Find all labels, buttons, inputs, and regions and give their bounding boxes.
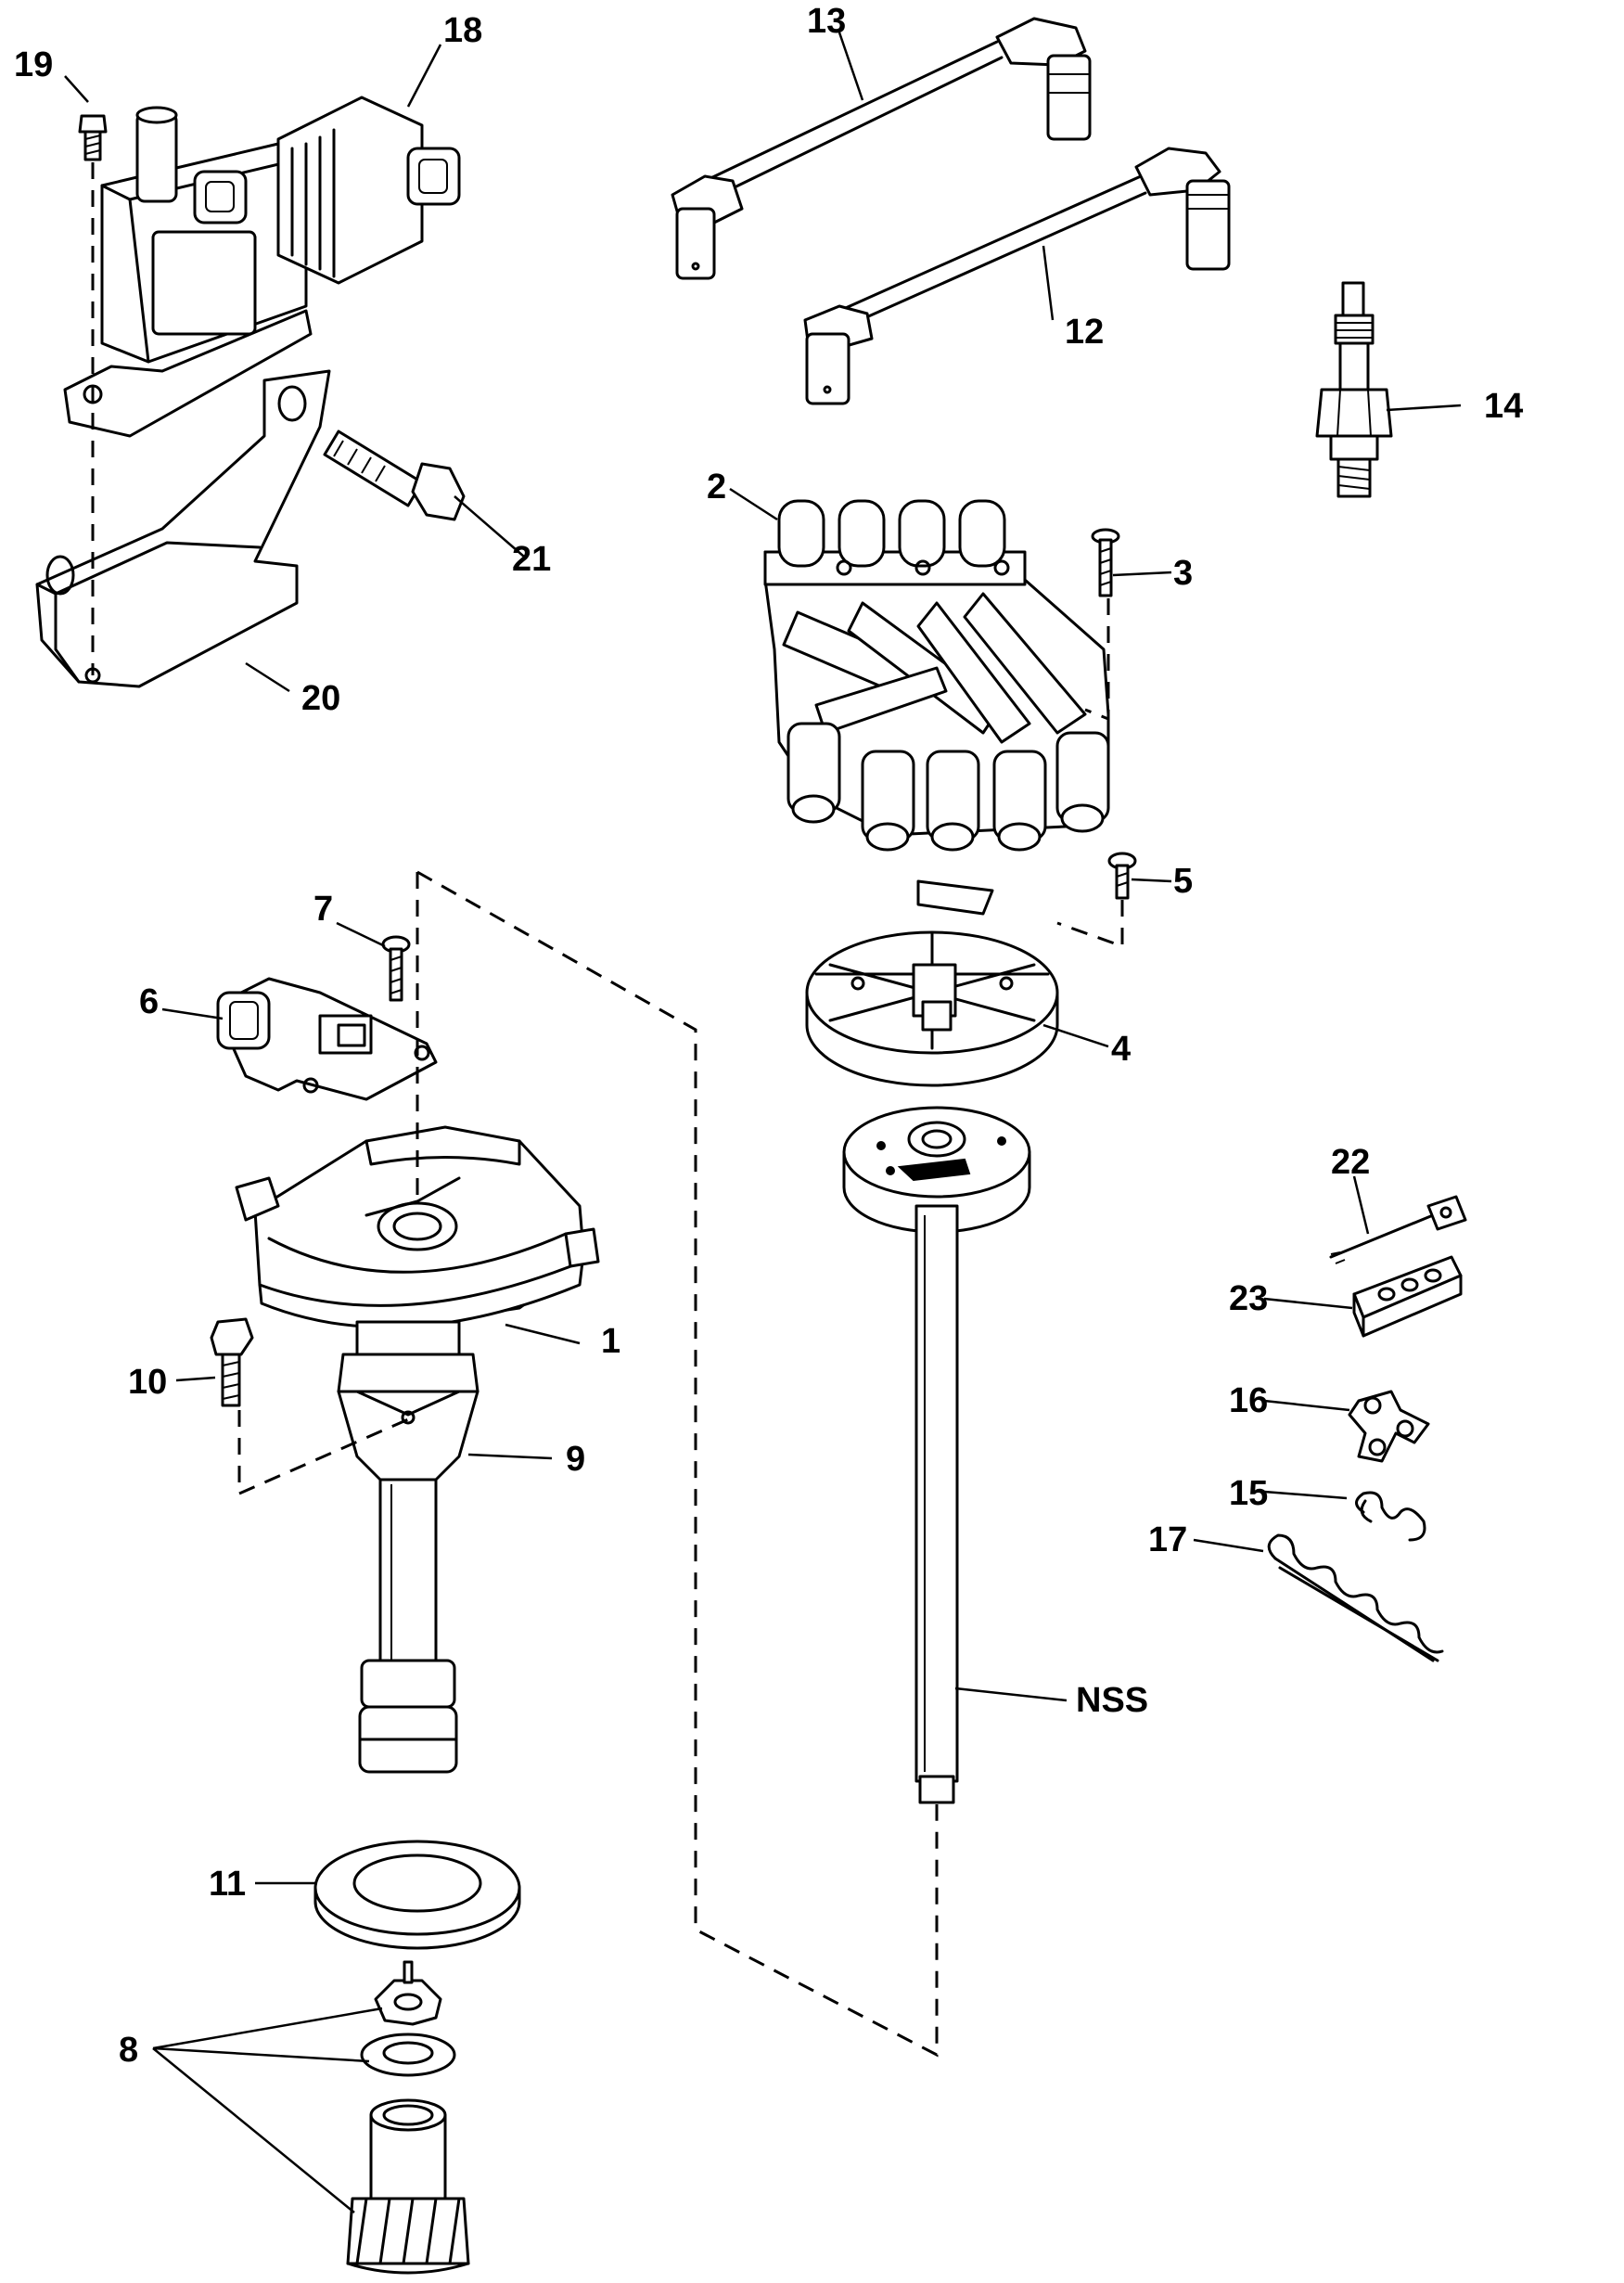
leader-lines [64, 32, 1462, 2213]
reluctor-shaft-nss [842, 1106, 1031, 1804]
callout-2: 2 [707, 468, 726, 507]
rotor-4 [805, 879, 1059, 1087]
callout-12: 12 [1065, 313, 1104, 352]
distributor-cap-2 [763, 499, 1110, 852]
separator-16 [1348, 1390, 1430, 1463]
callout-14: 14 [1484, 387, 1523, 426]
callout-nss: NSS [1076, 1681, 1148, 1720]
assembly-lines [91, 162, 1124, 2058]
callout-17: 17 [1148, 1520, 1187, 1559]
callout-4: 4 [1111, 1030, 1131, 1069]
callout-15: 15 [1229, 1474, 1268, 1513]
callout-11: 11 [209, 1865, 246, 1904]
callout-1: 1 [601, 1322, 620, 1361]
gear-kit-8 [346, 1960, 470, 2275]
callout-13: 13 [807, 2, 846, 41]
clip-17 [1267, 1533, 1444, 1662]
callout-23: 23 [1229, 1279, 1268, 1318]
bolt-19 [78, 114, 108, 161]
clip-15 [1355, 1491, 1426, 1542]
callout-7: 7 [313, 890, 333, 929]
bolt-21 [323, 430, 466, 521]
callout-9: 9 [566, 1440, 585, 1479]
ignition-coil-assembly [63, 96, 461, 438]
bracket-20 [35, 369, 331, 688]
spark-plug-wire-12 [803, 147, 1231, 405]
callout-16: 16 [1229, 1381, 1268, 1420]
callout-3: 3 [1173, 554, 1193, 593]
callouts: 1 2 3 4 5 6 7 8 9 10 11 12 13 14 15 16 1… [14, 2, 1523, 2070]
callout-20: 20 [301, 679, 340, 718]
callout-5: 5 [1173, 862, 1193, 901]
washer-11 [313, 1840, 521, 1950]
screw-3 [1091, 528, 1120, 597]
callout-22: 22 [1331, 1143, 1370, 1182]
separator-23 [1352, 1255, 1463, 1338]
spark-plug-wire-13 [671, 17, 1092, 280]
callout-6: 6 [139, 982, 159, 1021]
callout-19: 19 [14, 45, 53, 84]
sensor-6 [216, 977, 438, 1101]
callout-10: 10 [128, 1363, 167, 1402]
distributor-lower-9 [337, 1320, 480, 1774]
spark-plug-14 [1315, 281, 1393, 498]
screw-7 [381, 935, 411, 1002]
bolt-10 [210, 1317, 254, 1407]
screw-5 [1107, 852, 1137, 900]
callout-8: 8 [119, 2031, 138, 2070]
callout-21: 21 [512, 540, 551, 579]
callout-18: 18 [443, 11, 482, 50]
distributor-housing-1 [235, 1125, 600, 1329]
clip-22 [1329, 1195, 1467, 1264]
